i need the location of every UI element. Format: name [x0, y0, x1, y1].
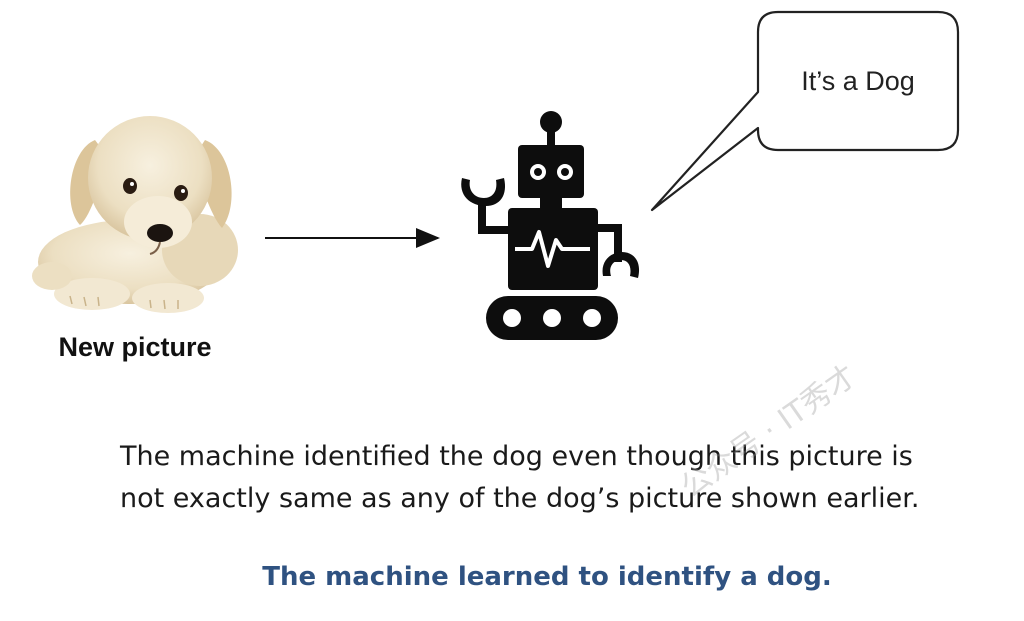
conclusion-text: The machine learned to identify a dog.	[262, 562, 832, 592]
puppy-image	[32, 116, 238, 313]
new-picture-label: New picture	[58, 332, 212, 362]
explanation-line-1: The machine identified the dog even thou…	[120, 441, 913, 472]
speech-bubble-text: It’s a Dog	[801, 66, 915, 96]
robot-icon	[461, 111, 640, 340]
explanation-text: The machine identified the dog even thou…	[120, 436, 980, 520]
speech-bubble	[650, 10, 960, 212]
explanation-line-2: not exactly same as any of the dog’s pic…	[120, 483, 920, 514]
